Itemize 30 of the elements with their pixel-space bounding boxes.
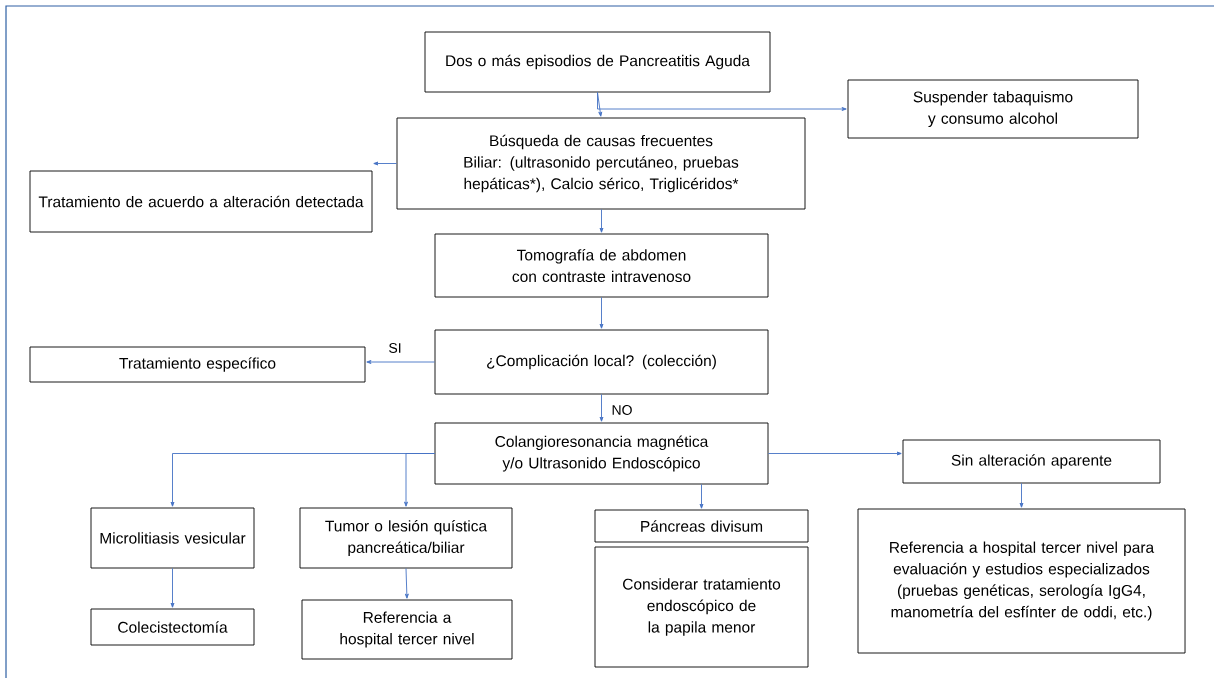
process-box: ¿Complicación local? (colección) xyxy=(434,329,769,395)
edge-label: SI xyxy=(387,342,403,354)
process-box: Búsqueda de causas frecuentes Biliar: (ultrasonido percutáneo, pruebas hepáticas*), Calcio sérico, Triglicéridos* xyxy=(396,117,806,210)
process-box: Colangioresonancia magnética y/o Ultrasonido Endoscópico xyxy=(434,422,769,485)
process-box: Suspender tabaquismo y consumo alcohol xyxy=(847,79,1139,139)
arrow xyxy=(404,568,409,599)
process-box: Dos o más episodios de Pancreatitis Aguda xyxy=(424,31,771,93)
arrow xyxy=(768,451,902,456)
arrow xyxy=(366,360,435,364)
arrow xyxy=(597,92,603,117)
process-box: Colecistectomía xyxy=(90,608,255,646)
process-box: Tratamiento de acuerdo a alteración detectada xyxy=(29,170,373,233)
process-box: Considerar tratamiento endoscópico de la papila menor xyxy=(594,546,809,668)
arrow xyxy=(404,453,435,507)
process-box: Sin alteración aparente xyxy=(902,439,1161,484)
arrow xyxy=(699,484,704,509)
edge-label: NO xyxy=(610,404,634,416)
process-box: Páncreas divisum xyxy=(594,509,809,543)
arrow xyxy=(373,161,397,166)
arrow xyxy=(170,568,175,608)
process-box: Tomografía de abdomen con contraste intravenoso xyxy=(434,233,769,298)
arrow xyxy=(599,297,604,329)
arrow xyxy=(599,394,604,422)
process-box: Tratamiento específico xyxy=(29,346,366,383)
arrow xyxy=(1019,483,1024,508)
process-box: Tumor o lesión quística pancreática/biliar xyxy=(299,507,513,569)
process-box: Referencia a hospital tercer nivel xyxy=(301,599,513,660)
process-box: Microlitiasis vesicular xyxy=(90,507,255,569)
arrow xyxy=(599,209,604,233)
process-box: Referencia a hospital tercer nivel para evaluación y estudios especializados (pruebas genéticas, serología IgG4, manometría del esfínter de oddi, etc.) xyxy=(857,508,1186,654)
